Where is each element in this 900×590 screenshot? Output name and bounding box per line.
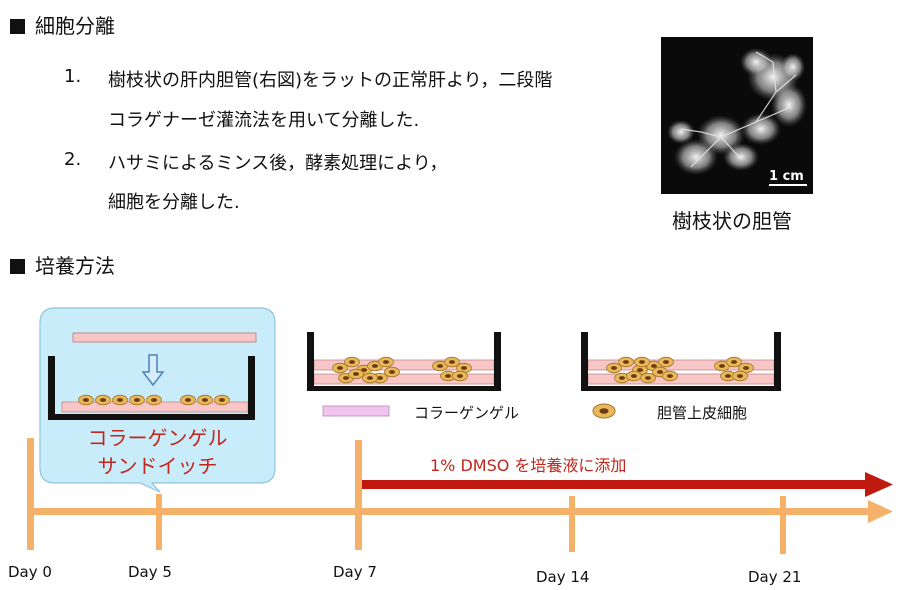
heading-text: 培養方法 bbox=[35, 254, 115, 278]
epithelial-cell bbox=[618, 356, 634, 368]
bile-duct-image bbox=[667, 48, 807, 186]
day-label-14: Day 14 bbox=[536, 568, 590, 586]
list-number-1: 1. bbox=[64, 66, 82, 87]
epithelial-cell bbox=[444, 356, 460, 368]
epithelial-cell bbox=[432, 360, 448, 372]
epithelial-cell bbox=[606, 362, 622, 374]
square-bullet-icon bbox=[10, 259, 25, 274]
list-item-1-line-2: コラゲナーゼ灌流法を用いて分離した. bbox=[108, 110, 420, 131]
epithelial-cell bbox=[332, 362, 348, 374]
day-label-5: Day 5 bbox=[128, 563, 172, 581]
epithelial-cell bbox=[634, 356, 650, 368]
top-gel-layer bbox=[72, 332, 257, 343]
list-item-2-line-1: ハサミによるミンス後，酵素処理により， bbox=[108, 153, 448, 174]
section-heading-cell-isolation: 細胞分離 bbox=[10, 10, 115, 39]
heading-text: 細胞分離 bbox=[35, 14, 115, 38]
epithelial-cell bbox=[456, 362, 472, 374]
scale-bar-label: 1 cm bbox=[769, 169, 804, 184]
epithelial-cell bbox=[197, 394, 213, 406]
legend-cell-swatch bbox=[592, 403, 616, 419]
epithelial-cell bbox=[714, 360, 730, 372]
epithelial-cell bbox=[146, 394, 162, 406]
list-item-2-line-2: 細胞を分離した. bbox=[108, 192, 240, 213]
epithelial-cell bbox=[662, 370, 678, 382]
section-heading-culture-method: 培養方法 bbox=[10, 250, 115, 279]
epithelial-cell bbox=[129, 394, 145, 406]
epithelial-cell bbox=[640, 372, 656, 384]
list-item-1-line-1: 樹枝状の肝内胆管(右図)をラットの正常肝より，二段階 bbox=[108, 70, 553, 91]
sandwich-label: コラーゲンゲル サンドイッチ bbox=[40, 424, 275, 480]
legend-gel-swatch bbox=[322, 405, 390, 417]
epithelial-cell bbox=[384, 366, 400, 378]
square-bullet-icon bbox=[10, 19, 25, 34]
down-arrow-icon bbox=[141, 354, 165, 387]
day-label-7: Day 7 bbox=[333, 563, 377, 581]
epithelial-cell bbox=[214, 394, 230, 406]
legend-gel-label: コラーゲンゲル bbox=[414, 404, 520, 422]
sandwich-label-line-1: コラーゲンゲル bbox=[87, 426, 228, 450]
epithelial-cell bbox=[726, 356, 742, 368]
list-number-2: 2. bbox=[64, 149, 82, 170]
epithelial-cell bbox=[378, 356, 394, 368]
bile-duct-photo: 1 cm bbox=[661, 37, 813, 194]
epithelial-cell bbox=[78, 394, 94, 406]
sandwich-label-line-2: サンドイッチ bbox=[97, 454, 218, 478]
culture-dish-2 bbox=[307, 332, 501, 391]
bile-duct-epithelial-cells bbox=[78, 356, 754, 406]
day-label-0: Day 0 bbox=[8, 563, 52, 581]
epithelial-cell bbox=[626, 370, 642, 382]
epithelial-cell bbox=[344, 356, 360, 368]
epithelial-cell bbox=[452, 370, 468, 382]
timeline-axis bbox=[27, 438, 893, 554]
dmso-arrow bbox=[362, 472, 893, 497]
epithelial-cell bbox=[180, 394, 196, 406]
legend-cell-label: 胆管上皮細胞 bbox=[657, 404, 748, 422]
dmso-label: 1% DMSO を培養液に添加 bbox=[430, 456, 627, 475]
epithelial-cell bbox=[95, 394, 111, 406]
epithelial-cell bbox=[362, 372, 378, 384]
epithelial-cell bbox=[732, 370, 748, 382]
epithelial-cell bbox=[658, 356, 674, 368]
epithelial-cell bbox=[112, 394, 128, 406]
culture-dish-3 bbox=[581, 332, 781, 391]
photo-caption: 樹枝状の胆管 bbox=[672, 209, 792, 233]
epithelial-cell bbox=[348, 368, 364, 380]
day-label-21: Day 21 bbox=[748, 568, 802, 586]
epithelial-cell bbox=[738, 362, 754, 374]
